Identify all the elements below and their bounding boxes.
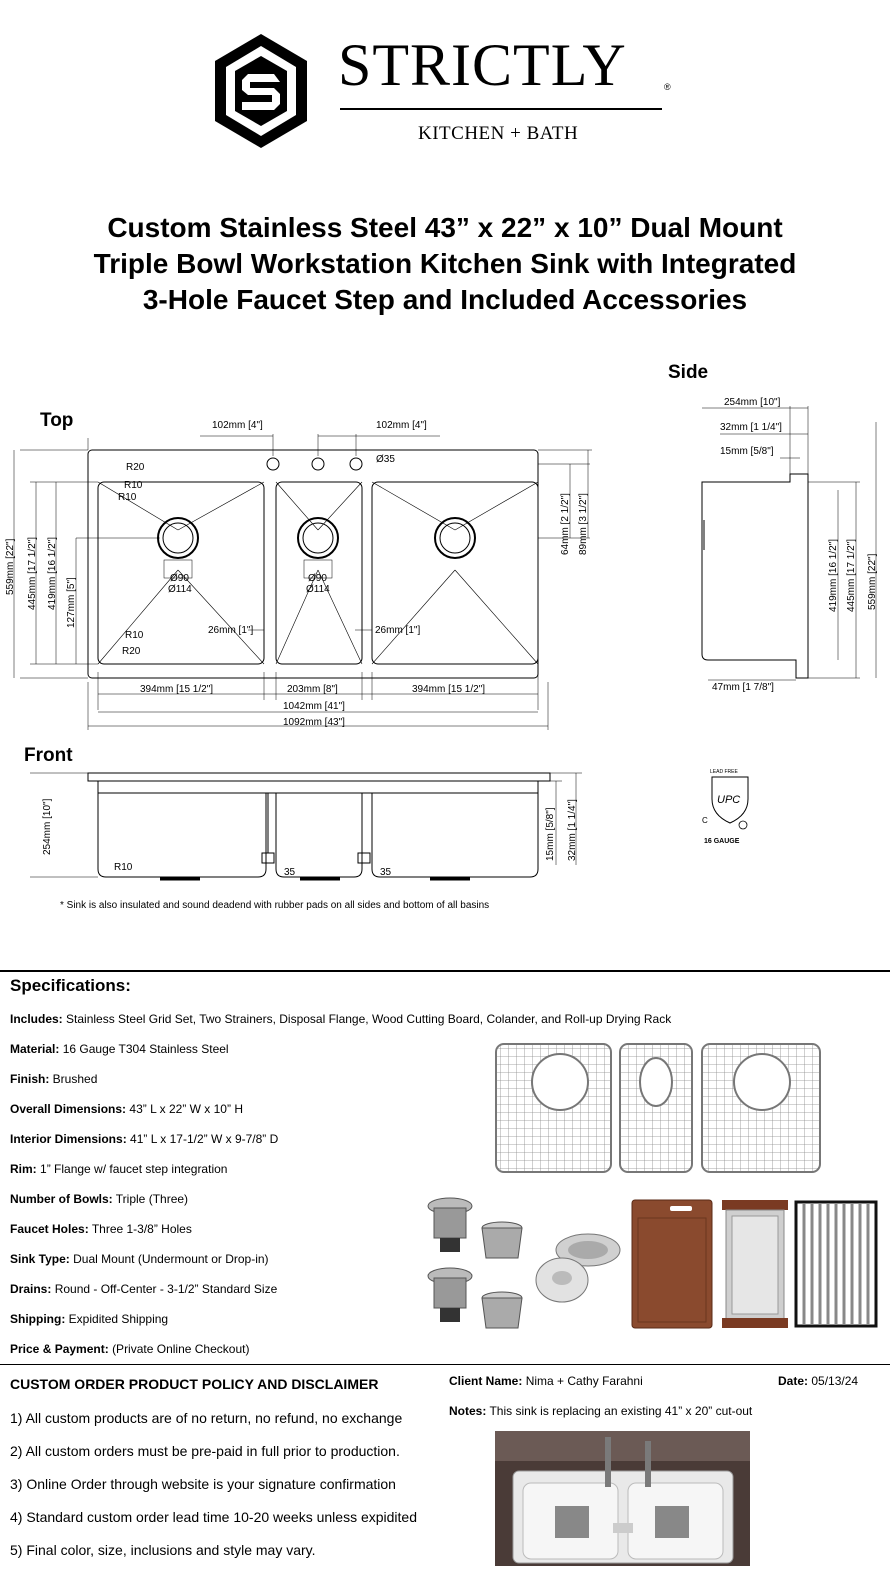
brand-tagline: KITCHEN + BATH (418, 123, 579, 144)
side-dim-total: 559mm [22"] (867, 553, 878, 610)
front-dim-r10: R10 (114, 862, 133, 873)
dim-interior-len: 1042mm [41"] (283, 701, 345, 712)
registered-mark: ® (664, 82, 671, 92)
side-view-label: Side (668, 362, 709, 383)
dim-height-outer: 445mm [17 1/2"] (27, 537, 38, 610)
spec-material: Material: 16 Gauge T304 Stainless Steel (10, 1042, 229, 1056)
front-dim-flange: 32mm [1 1/4"] (567, 799, 578, 861)
installed-sink-photo (495, 1431, 750, 1566)
front-view-label: Front (24, 745, 73, 766)
spec-sink-type: Sink Type: Dual Mount (Undermount or Dro… (10, 1252, 269, 1266)
front-dim-gap-a: 35 (284, 867, 296, 878)
dim-drain2-inner: Ø90 (308, 573, 327, 584)
side-dim-bottom: 47mm [1 7/8"] (712, 682, 774, 693)
spec-rim: Rim: 1” Flange w/ faucet step integratio… (10, 1162, 228, 1176)
brand-underline (340, 108, 662, 110)
dim-faucet-right: 102mm [4"] (376, 420, 427, 431)
spec-number-of-bowls: Number of Bowls: Triple (Three) (10, 1192, 189, 1206)
dim-r10-a: R10 (124, 480, 143, 491)
product-title: Custom Stainless Steel 43” x 22” x 10” D… (0, 210, 890, 318)
dim-r10-c: R10 (125, 630, 144, 641)
policy-item: 3) Online Order through website is your … (10, 1476, 396, 1492)
dim-r20-top: R20 (126, 462, 145, 473)
dim-divider-left: 26mm [1"] (208, 625, 253, 636)
dim-deck-inner: 64mm [2 1/2"] (560, 493, 571, 555)
front-dim-height: 254mm [10"] (42, 798, 53, 855)
dim-overall-len: 1092mm [43"] (283, 717, 345, 728)
colander-image (722, 1200, 788, 1328)
title-line: 3-Hole Faucet Step and Included Accessor… (142, 284, 748, 315)
dim-height-total: 559mm [22"] (5, 538, 16, 595)
dim-drain1-outer: Ø114 (168, 584, 192, 595)
svg-text:UPC: UPC (717, 794, 740, 806)
grid-set-image (495, 1043, 821, 1173)
policy-title: CUSTOM ORDER PRODUCT POLICY AND DISCLAIM… (10, 1376, 379, 1392)
section-divider (0, 970, 890, 972)
spec-finish: Finish: Brushed (10, 1072, 98, 1086)
strainers-image (427, 1197, 523, 1329)
dim-r20-bottom: R20 (122, 646, 141, 657)
dim-faucet-left: 102mm [4"] (212, 420, 263, 431)
svg-text:LEAD FREE: LEAD FREE (710, 769, 738, 775)
disposal-flange-image (535, 1233, 621, 1303)
spec-price-payment: Price & Payment: (Private Online Checkou… (10, 1342, 250, 1356)
title-line: Custom Stainless Steel 43” x 22” x 10” D… (107, 212, 783, 243)
dim-bowl-right: 394mm [15 1/2"] (412, 684, 485, 695)
top-view-drawing: 102mm [4"] 102mm [4"] R20 R10 R10 R10 R2… (5, 420, 592, 730)
side-dim-flange: 32mm [1 1/4"] (720, 422, 782, 433)
spec-shipping: Shipping: Expidited Shipping (10, 1312, 169, 1326)
dim-bowl-mid: 203mm [8"] (287, 684, 338, 695)
front-dim-lip: 15mm [5/8"] (545, 807, 556, 861)
spec-faucet-holes: Faucet Holes: Three 1-3/8” Holes (10, 1222, 192, 1236)
brand-logo-icon (215, 34, 307, 148)
dim-deck-outer: 89mm [3 1/2"] (578, 493, 589, 555)
dim-drain-offset: 127mm [5"] (66, 577, 77, 628)
top-view-label: Top (40, 410, 74, 431)
cutting-board-image (631, 1199, 713, 1329)
svg-text:C: C (702, 816, 708, 825)
client-name: Client Name: Nima + Cathy Farahni (449, 1374, 643, 1388)
dim-hole-dia: Ø35 (376, 454, 395, 465)
side-dim-inner: 419mm [16 1/2"] (828, 539, 839, 612)
upc-certification-icon: LEAD FREE UPC C 16 GAUGE (702, 769, 749, 845)
spec-interior-dimensions: Interior Dimensions: 41” L x 17-1/2” W x… (10, 1132, 279, 1146)
policy-item: 2) All custom orders must be pre-paid in… (10, 1443, 400, 1459)
title-line: Triple Bowl Workstation Kitchen Sink wit… (93, 248, 797, 279)
dim-r10-b: R10 (118, 492, 137, 503)
dim-divider-right: 26mm [1"] (375, 625, 420, 636)
policy-item: 1) All custom products are of no return,… (10, 1410, 403, 1426)
side-dim-outer: 445mm [17 1/2"] (846, 539, 857, 612)
spec-drains: Drains: Round - Off-Center - 3-1/2” Stan… (10, 1282, 278, 1296)
dim-bowl-left: 394mm [15 1/2"] (140, 684, 213, 695)
svg-text:16 GAUGE: 16 GAUGE (704, 838, 740, 845)
policy-item: 5) Final color, size, inclusions and sty… (10, 1542, 316, 1558)
front-dim-gap-b: 35 (380, 867, 392, 878)
brand-name: STRICTLY (338, 32, 627, 98)
insulation-footnote: * Sink is also insulated and sound deade… (60, 900, 490, 911)
spec-includes: Includes: Stainless Steel Grid Set, Two … (10, 1012, 672, 1026)
dim-drain1-inner: Ø90 (170, 573, 189, 584)
front-view-drawing: 254mm [10"] R10 35 35 15mm [5/8"] 32mm [… (30, 772, 582, 881)
side-dim-lip: 15mm [5/8"] (720, 446, 774, 457)
side-view-drawing: 254mm [10"] 32mm [1 1/4"] 15mm [5/8"] 47… (701, 397, 878, 693)
policy-divider (0, 1364, 890, 1365)
dim-drain2-outer: Ø114 (306, 584, 330, 595)
order-date: Date: 05/13/24 (778, 1374, 859, 1388)
dim-height-inner: 419mm [16 1/2"] (47, 537, 58, 610)
spec-overall-dimensions: Overall Dimensions: 43” L x 22” W x 10” … (10, 1102, 243, 1116)
specifications-heading: Specifications: (10, 976, 131, 995)
order-notes: Notes: This sink is replacing an existin… (449, 1404, 753, 1418)
side-dim-depth: 254mm [10"] (724, 397, 781, 408)
policy-item: 4) Standard custom order lead time 10-20… (10, 1509, 417, 1525)
drying-rack-image (794, 1200, 878, 1328)
